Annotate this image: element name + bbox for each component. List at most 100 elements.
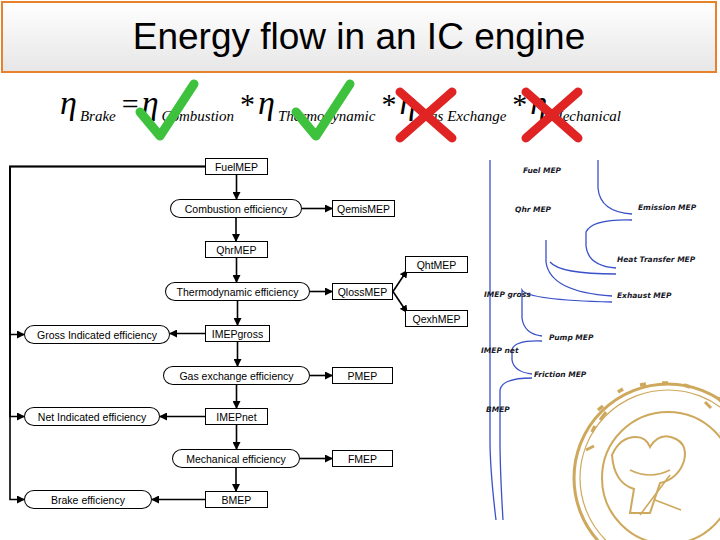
flow-arrow <box>236 425 238 449</box>
node-text: FMEP <box>348 453 377 465</box>
quantity-box: PMEP <box>332 367 393 384</box>
slide-title: Energy flow in an IC engine <box>2 2 716 72</box>
equation-operator: * <box>240 87 255 121</box>
flow-line <box>546 240 612 296</box>
flow-line <box>500 378 532 520</box>
seal-ring <box>580 390 720 540</box>
node-text: QexhMEP <box>413 313 461 325</box>
seal-letters <box>592 383 720 432</box>
equation-operator: * <box>512 87 527 121</box>
energy-flow-sketch <box>490 160 632 520</box>
efficiency-oval: Gross Indicated efficiency <box>24 325 170 344</box>
flow-arrow <box>237 342 239 366</box>
flow-label: Qhr MEP <box>515 205 551 214</box>
flow-arrow <box>236 175 238 199</box>
efficiency-oval: Thermodynamic efficiency <box>165 282 310 301</box>
flow-arrow <box>235 468 237 491</box>
node-text: QemisMEP <box>337 203 390 215</box>
efficiency-oval: Gas exchange efficiency <box>163 366 310 385</box>
quantity-box: FuelMEP <box>205 158 268 175</box>
flow-label: Friction MEP <box>534 370 586 379</box>
quantity-box: QhtMEP <box>405 256 468 273</box>
title-text: Energy flow in an IC engine <box>133 16 586 58</box>
equation-symbol: η <box>530 84 547 122</box>
flow-arrow <box>160 416 205 418</box>
quantity-box: QemisMEP <box>332 200 395 217</box>
node-text: Combustion efficiency <box>185 203 288 215</box>
node-text: Brake efficiency <box>51 494 125 506</box>
seal-ring <box>574 384 720 540</box>
flow-line <box>550 262 616 274</box>
university-seal <box>574 383 720 540</box>
quantity-box: QlossMEP <box>332 283 393 300</box>
node-text: PMEP <box>348 370 378 382</box>
equation-subscript: Thermodynamic <box>278 108 376 125</box>
flow-label: Heat Transfer MEP <box>617 255 695 264</box>
title-band <box>2 2 716 72</box>
node-text: FuelMEP <box>215 161 258 173</box>
equation-symbol: η <box>142 84 159 122</box>
equation-subscript: Brake <box>80 108 116 125</box>
flow-arrow <box>393 271 407 292</box>
efficiency-oval: Combustion efficiency <box>170 199 302 218</box>
efficiency-oval: Brake efficiency <box>24 490 152 509</box>
flow-label: Exhaust MEP <box>617 291 671 300</box>
flow-line <box>512 341 542 374</box>
seal-figure <box>630 470 681 515</box>
flow-arrow <box>10 167 205 417</box>
node-text: IMEPgross <box>212 328 263 340</box>
flow-label: IMEP net <box>481 346 519 355</box>
flow-arrow <box>236 258 238 282</box>
quantity-box: QhrMEP <box>205 241 268 258</box>
equation-subscript: Gas Exchange <box>419 108 506 125</box>
node-text: BMEP <box>222 494 252 506</box>
flow-arrow <box>10 167 205 500</box>
flow-label: Fuel MEP <box>523 166 561 175</box>
equation-symbol: η <box>399 84 416 122</box>
node-text: QlossMEP <box>338 286 388 298</box>
quantity-box: FMEP <box>332 450 393 467</box>
node-text: Gross Indicated efficiency <box>37 329 157 341</box>
flow-line <box>522 290 612 336</box>
flow-arrow <box>237 301 239 325</box>
node-text: QhrMEP <box>216 244 256 256</box>
node-text: IMEPnet <box>216 411 256 423</box>
flow-arrow <box>152 499 205 501</box>
flow-arrow <box>393 292 407 313</box>
flow-arrow <box>236 385 238 408</box>
node-text: QhtMEP <box>417 259 457 271</box>
flow-label: Pump MEP <box>549 333 593 342</box>
flow-label: BMEP <box>486 405 510 414</box>
equation-operator: * <box>381 87 396 121</box>
equation-subscript: Combustion <box>162 108 235 125</box>
efficiency-equation: ηBrake=ηCombustion*ηThermodynamic*ηGas E… <box>60 84 624 122</box>
flow-arrow <box>310 375 332 377</box>
node-text: Gas exchange efficiency <box>179 370 293 382</box>
flow-arrow <box>300 458 332 460</box>
flow-arrow <box>302 208 332 210</box>
quantity-box: IMEPnet <box>205 408 268 425</box>
flow-arrow <box>170 333 205 335</box>
flow-arrow <box>10 167 205 335</box>
efficiency-oval: Mechanical efficiency <box>172 449 300 468</box>
quantity-box: IMEPgross <box>205 325 270 342</box>
equation-operator: = <box>122 87 139 121</box>
quantity-box: QexhMEP <box>405 310 468 327</box>
node-text: Mechanical efficiency <box>186 453 286 465</box>
seal-letters <box>586 402 720 450</box>
node-text: Net Indicated efficiency <box>38 411 146 423</box>
flow-arrow <box>235 218 237 241</box>
node-text: Thermodynamic efficiency <box>177 286 299 298</box>
equation-subscript: Mechanical <box>550 108 621 125</box>
flow-line <box>598 160 632 214</box>
seal-ring <box>602 412 720 540</box>
flow-arrow <box>310 291 332 293</box>
quantity-box: BMEP <box>205 491 268 508</box>
flow-label: Emission MEP <box>638 203 696 212</box>
equation-symbol: η <box>60 84 77 122</box>
flow-line <box>490 160 496 520</box>
equation-symbol: η <box>258 84 275 122</box>
flow-label: IMEP gross <box>484 290 531 299</box>
efficiency-oval: Net Indicated efficiency <box>24 407 160 426</box>
